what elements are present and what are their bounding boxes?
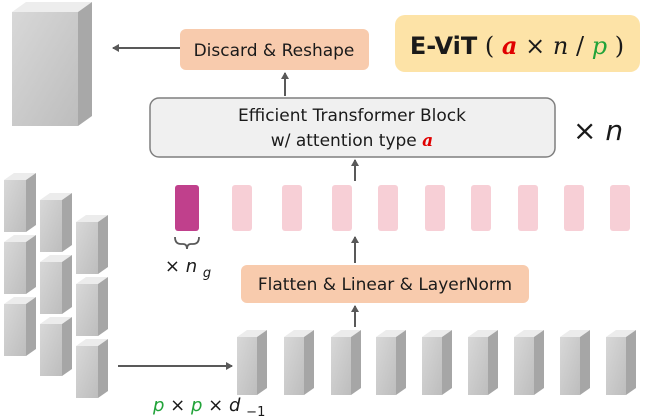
title-p: p [592, 32, 607, 60]
svg-text:E-ViT ( a: E-ViT ( a × n / p ) [410, 31, 624, 60]
global-token [175, 185, 199, 231]
input-patch-volume [40, 255, 72, 314]
svg-text:p × p: p × p × d −1 [152, 395, 265, 418]
patch-token [425, 185, 445, 231]
global-times: × [165, 256, 180, 277]
svg-text:× n g: × n g [165, 256, 211, 281]
patch-token [471, 185, 491, 231]
patch-d: d [229, 395, 241, 416]
title-box: E-ViT ( a × n / p ) [395, 15, 640, 72]
input-patch-volume [76, 215, 108, 274]
patch-token [232, 185, 252, 231]
input-patch-volume [40, 193, 72, 252]
transformer-block-line2: w/ attention type [271, 131, 422, 151]
svg-text:w/ attention type a: w/ attention type a [271, 131, 433, 151]
input-patch-volume [4, 173, 36, 232]
patch-p2: p [190, 395, 202, 416]
flatten-label: Flatten & Linear & LayerNorm [258, 275, 512, 295]
patch-token [378, 185, 398, 231]
title-times: × [525, 32, 545, 60]
token-row [175, 185, 630, 231]
svg-text:× n: × n [573, 114, 623, 147]
attention-type-a: a [422, 131, 433, 151]
patch-volume [376, 330, 406, 395]
patch-volume [331, 330, 361, 395]
patch-token [282, 185, 302, 231]
title-slash: / [576, 32, 585, 60]
input-patch-volume [76, 277, 108, 336]
input-patch-volume [4, 297, 36, 356]
patch-token [610, 185, 630, 231]
patch-x2: × [208, 395, 223, 416]
input-feature-grid [4, 173, 108, 398]
input-patch-volume [4, 235, 36, 294]
patch-volume [606, 330, 636, 395]
patch-p1: p [152, 395, 164, 416]
patch-token [564, 185, 584, 231]
flatten-linear-layernorm-box: Flatten & Linear & LayerNorm [241, 265, 529, 303]
patch-volume-row [237, 330, 636, 395]
global-token-brace [174, 236, 200, 250]
global-sub: g [203, 266, 211, 281]
patch-volume [468, 330, 498, 395]
title-close-paren: ) [615, 32, 624, 60]
title-evit: E-ViT [410, 32, 478, 60]
patch-x1: × [170, 395, 185, 416]
patch-volume [560, 330, 590, 395]
global-n: n [186, 256, 197, 277]
discard-reshape-box: Discard & Reshape [180, 29, 369, 70]
repeat-times: × [573, 114, 596, 147]
patch-volume [284, 330, 314, 395]
patch-token [518, 185, 538, 231]
patch-token [332, 185, 352, 231]
efficient-transformer-block: Efficient Transformer Block w/ attention… [149, 97, 556, 158]
patch-d-sub: −1 [246, 405, 265, 418]
output-feature-volume [12, 2, 92, 126]
repeat-n: n [605, 114, 623, 147]
title-a: a [502, 31, 518, 60]
arrows [112, 44, 359, 370]
patch-volume [514, 330, 544, 395]
title-n: n [553, 32, 568, 60]
input-patch-volume [40, 317, 72, 376]
discard-reshape-label: Discard & Reshape [194, 41, 355, 61]
input-patch-volume [76, 339, 108, 398]
transformer-block-line1: Efficient Transformer Block [238, 106, 466, 126]
patch-volume [237, 330, 267, 395]
title-open-paren: ( [485, 32, 494, 60]
patch-volume [422, 330, 452, 395]
